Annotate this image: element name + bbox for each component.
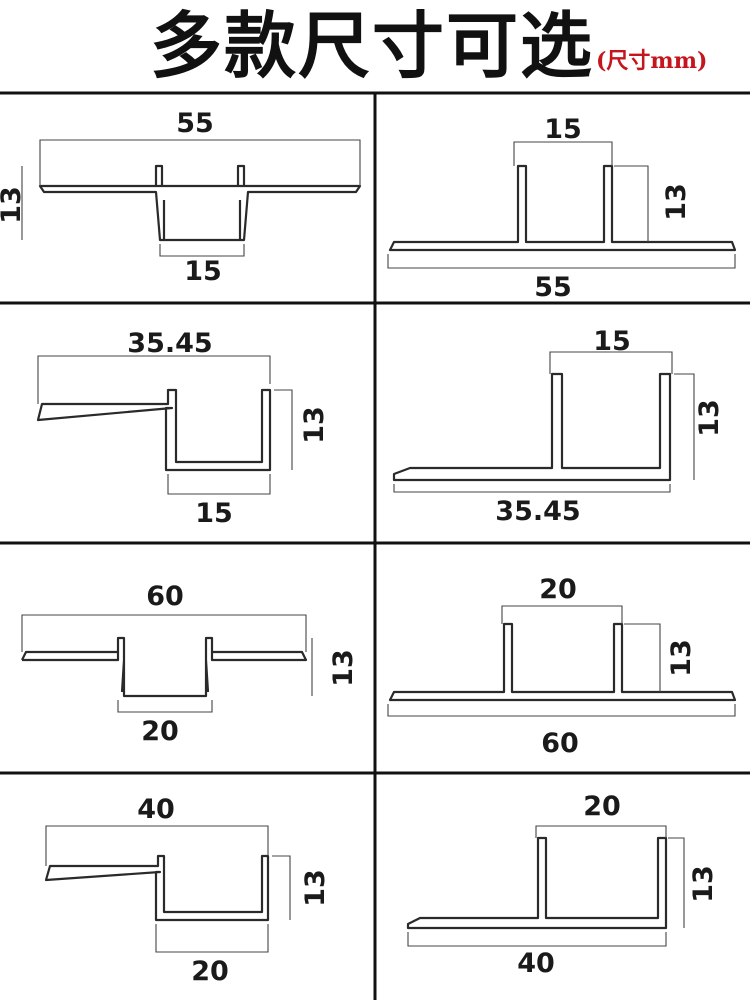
dim-bottom-4: 35.45 (495, 496, 580, 527)
dim-side-3: 13 (299, 406, 330, 444)
header: 多款尺寸可选 (尺寸mm) (0, 0, 750, 92)
dim-bottom-3: 15 (195, 498, 233, 529)
dim-top-8: 20 (583, 791, 621, 822)
dim-side-1: 13 (0, 186, 27, 224)
dim-top-6: 20 (539, 574, 577, 605)
dim-side-8: 13 (688, 865, 719, 903)
profile-panel-1: 55 13 15 (0, 108, 362, 287)
dim-bottom-8: 40 (517, 948, 555, 979)
profile-panel-4: 15 13 35.45 (392, 326, 725, 527)
dim-top-1: 55 (176, 108, 214, 139)
page-title: 多款尺寸可选 (150, 3, 595, 88)
dim-side-4: 13 (694, 399, 725, 437)
profile-shape-3 (36, 388, 272, 472)
dim-top-3: 35.45 (127, 328, 212, 359)
dim-side-7: 13 (300, 869, 331, 907)
profile-shape-7 (44, 854, 270, 922)
dim-bottom-5: 20 (141, 716, 179, 747)
dim-top-4: 15 (593, 326, 631, 357)
profile-panel-7: 40 13 20 (44, 794, 331, 987)
profile-shape-2 (388, 164, 737, 252)
profile-panel-6: 20 13 60 (387, 574, 737, 759)
dim-top-7: 40 (137, 794, 175, 825)
profile-panel-5: 60 13 20 (21, 581, 359, 747)
grid-lines (0, 91, 750, 1000)
profile-panel-8: 20 13 40 (406, 791, 719, 979)
dim-bottom-2: 55 (534, 272, 572, 303)
dim-bottom-7: 20 (191, 956, 229, 987)
dim-side-6: 13 (666, 639, 697, 677)
dim-bottom-1: 15 (184, 256, 222, 287)
dim-side-2: 13 (661, 183, 692, 221)
dim-side-5: 13 (328, 649, 359, 687)
profile-shape-8 (406, 836, 668, 930)
dim-top-5: 60 (146, 581, 184, 612)
dim-bottom-6: 60 (541, 728, 579, 759)
profile-panel-2: 15 13 55 (387, 114, 737, 303)
profile-panel-3: 35.45 13 15 (36, 328, 330, 529)
profile-shape-4 (392, 372, 672, 482)
profile-shape-5 (21, 636, 308, 698)
profile-shape-6 (388, 622, 737, 702)
unit-note: (尺寸mm) (596, 48, 708, 74)
profile-shape-1 (38, 164, 362, 242)
dim-top-2: 15 (544, 114, 582, 145)
